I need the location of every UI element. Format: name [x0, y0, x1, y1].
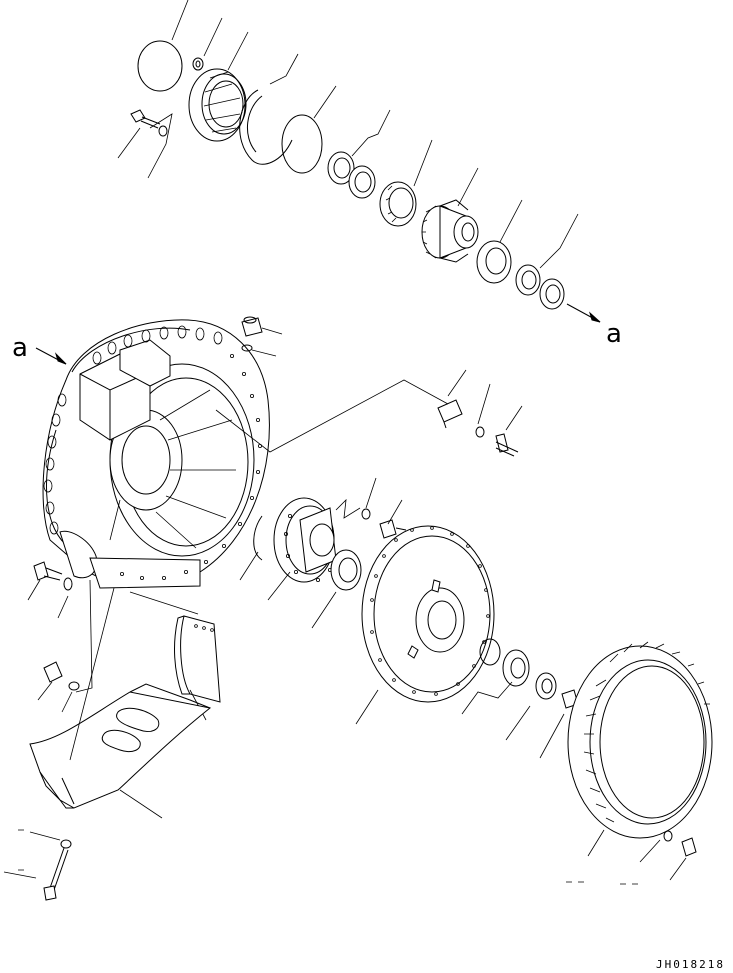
- bolt-top-left: [130, 109, 161, 129]
- leader-lines-carrier: [239, 477, 403, 629]
- snap-ring: [239, 89, 293, 165]
- left-plug: [43, 661, 80, 691]
- pinion-gear: [421, 199, 479, 263]
- leader-lines-left: [27, 579, 93, 713]
- reference-letter-a-right: a: [606, 319, 622, 349]
- bearing-pair-1: [327, 151, 376, 199]
- leader-lines-top: [117, 0, 579, 269]
- bearing-right: [476, 240, 512, 284]
- bracket-plate-right: [215, 369, 523, 457]
- ring-gear-carrier: [361, 525, 495, 703]
- washer-top-left: [158, 125, 168, 137]
- ring-gear: [567, 641, 713, 857]
- top-shaft-assembly: [130, 40, 601, 323]
- leader-lines-bracket: [3, 789, 163, 879]
- bracket-bolt-washer: [43, 839, 72, 901]
- seal-retainer: [188, 68, 247, 142]
- support-bracket: [29, 587, 212, 809]
- left-bolt-washer: [33, 561, 73, 591]
- leader-lines-ring: [587, 829, 687, 881]
- dash-marks: [566, 881, 638, 885]
- guard-plate: [174, 615, 221, 721]
- carrier-cover: [253, 497, 337, 583]
- roller-bearing: [379, 181, 417, 227]
- reference-letter-a-left: a: [12, 333, 28, 363]
- main-housing: [35, 319, 270, 589]
- carrier-bolt: [361, 508, 407, 539]
- drawing-code: JH018218: [656, 958, 725, 971]
- bearing-pair-2: [515, 264, 565, 310]
- leader-lines-disc: [355, 681, 565, 759]
- breather-fitting: [241, 316, 283, 357]
- plug-small: [192, 57, 204, 71]
- o-ring-large: [137, 40, 183, 92]
- carrier-bearing: [330, 549, 362, 591]
- o-ring-medium: [281, 114, 323, 174]
